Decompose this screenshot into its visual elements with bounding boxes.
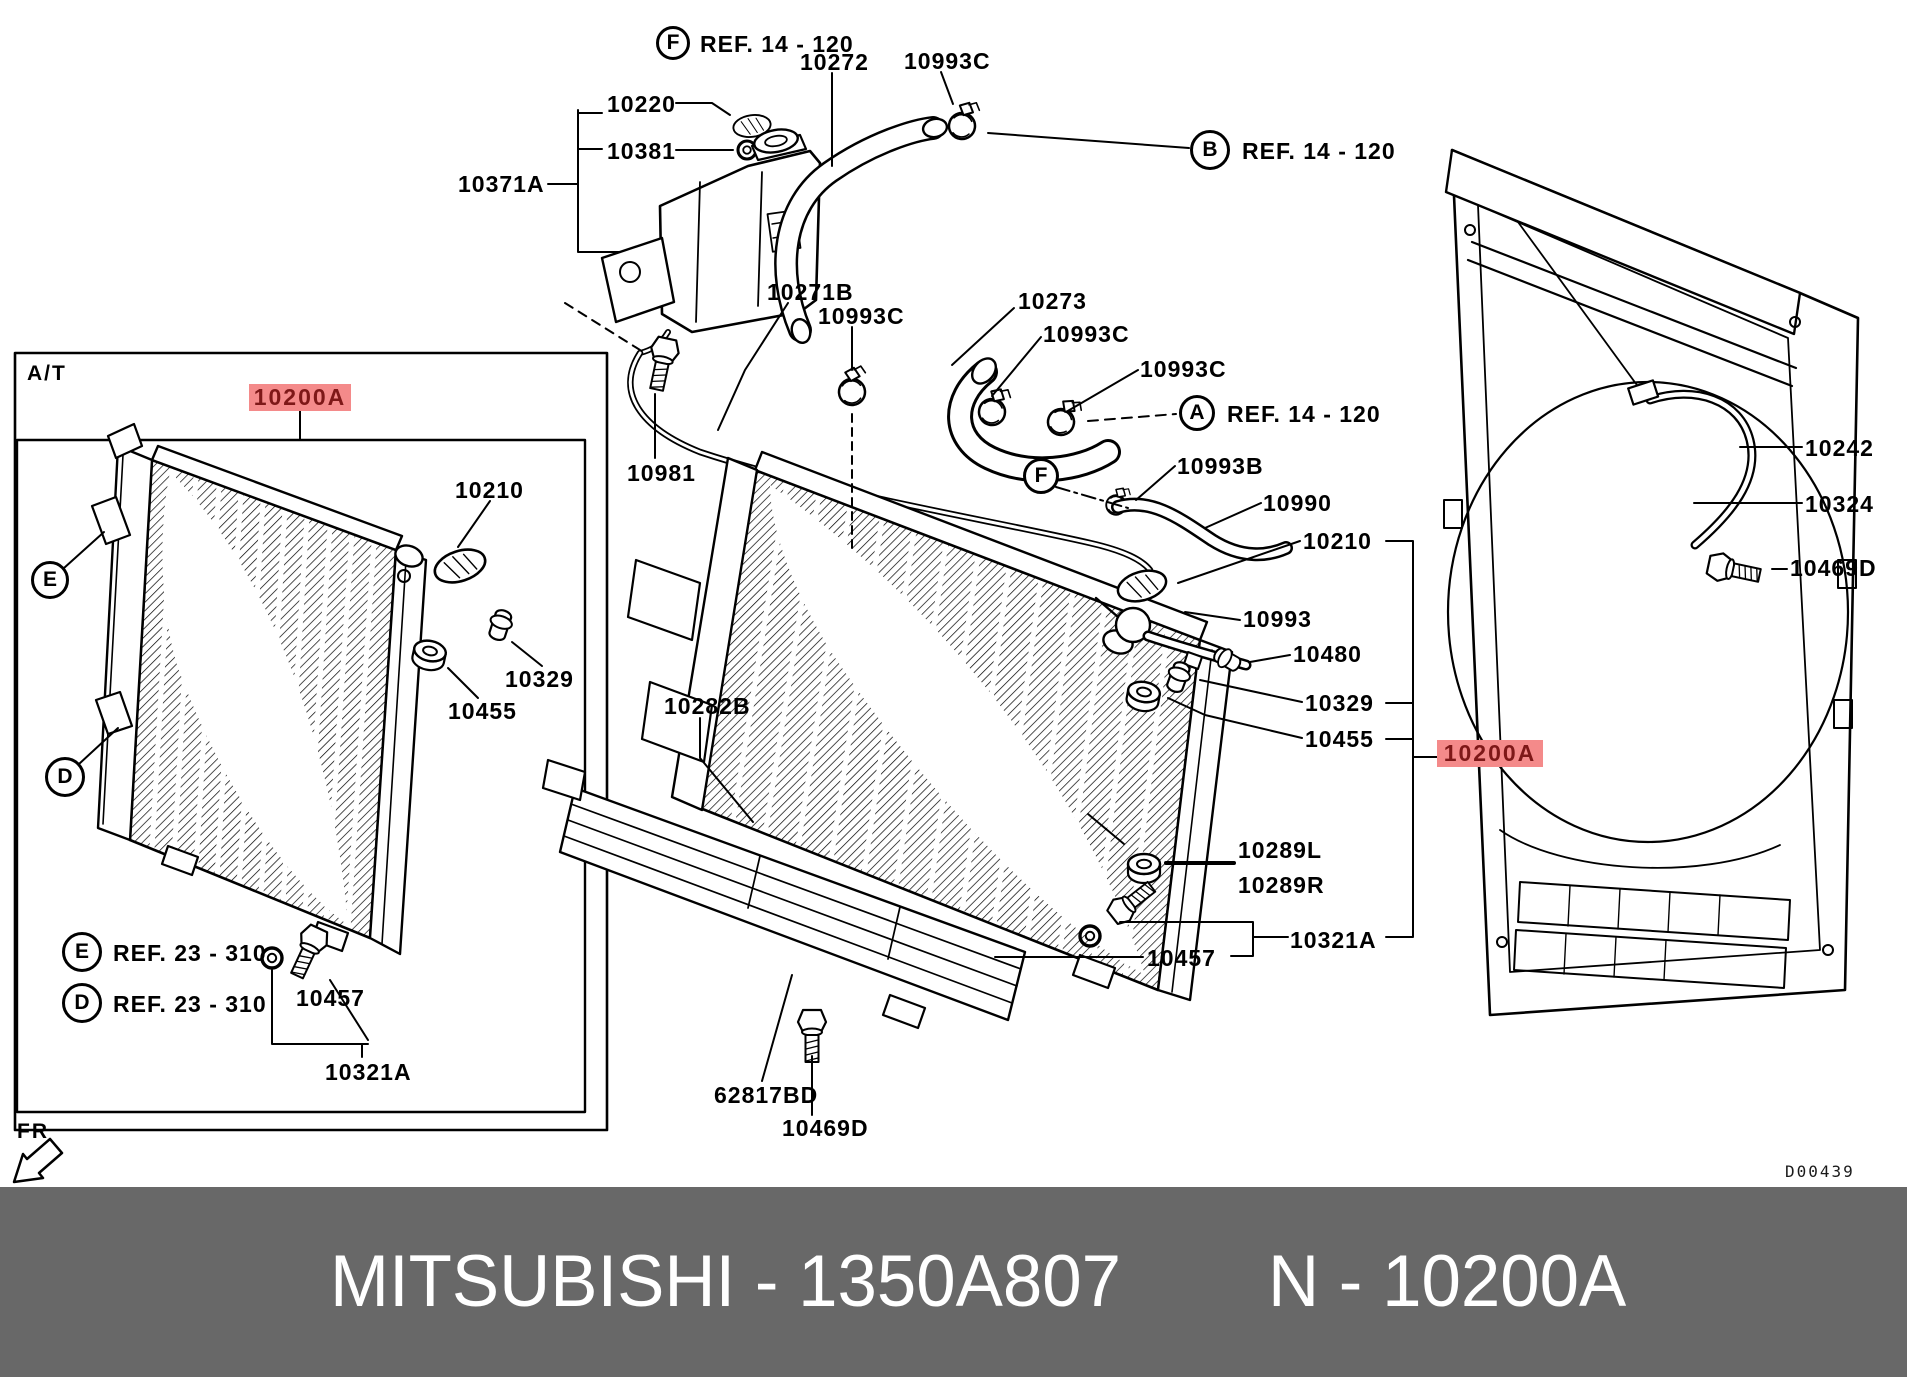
deflector-art [541,758,1027,1064]
ref-text: REF. 23 - 310 [113,991,267,1017]
part-number-label: 10457 [1147,945,1216,971]
drawing-code: D00439 [1785,1162,1855,1181]
part-number-label: 10220 [607,91,676,117]
part-number-label: 10993C [818,303,905,329]
part-number-label: 10455 [448,698,517,724]
left-radiator-art [90,422,428,956]
ref-circle-b: B [1190,130,1230,170]
part-number-label: 10329 [1305,690,1374,716]
part-number-label: 10273 [1018,288,1087,314]
part-number-label: 10457 [296,985,365,1011]
part-number-label: 10455 [1305,726,1374,752]
part-number-label: 10993B [1177,453,1264,479]
fan-shroud-art [1443,148,1860,1017]
part-number-label: 10990 [1263,490,1332,516]
part-number-label: 10993C [1043,321,1130,347]
ref-text: REF. 14 - 120 [1242,138,1396,164]
transmission-note: A/T [27,362,67,385]
part-number-highlight: 10200A [249,384,351,411]
ref-circle-d: D [45,757,85,797]
part-number-label: 62817BD [714,1082,819,1108]
footer-catalog-ref: N - 10200A [1268,1241,1627,1322]
part-number-label: 10210 [455,477,524,503]
elbow-hose-art [835,357,1133,519]
part-number-label: 10981 [627,460,696,486]
leader-lines [654,302,1803,1116]
part-number-label: 10324 [1805,491,1874,517]
part-number-label: 10371A [458,171,545,197]
part-number-label: 10272 [800,49,869,75]
part-number-label: 10469D [782,1115,869,1141]
ref-text: REF. 23 - 310 [113,940,267,966]
ref-circle-d: D [62,983,102,1023]
ref-circle-e: E [31,561,69,599]
part-number-label: 10469D [1790,555,1877,581]
part-number-label: 10242 [1805,435,1874,461]
part-number-label: 10329 [505,666,574,692]
fr-arrow-icon [12,1137,64,1184]
part-number-label: 10381 [607,138,676,164]
front-direction-label: FR [17,1120,49,1143]
upper-hose-art [774,71,1190,345]
ref-circle-f: F [656,26,690,60]
ref-circle-f: F [1023,458,1059,494]
part-number-label: 10289L [1238,837,1323,863]
part-number-label: 10210 [1303,528,1372,554]
part-number-label: 10993 [1243,606,1312,632]
left-box-leaders [63,410,543,1058]
ref-circle-e: E [62,932,102,972]
part-number-label: 10321A [325,1059,412,1085]
part-number-label: 10993C [904,48,991,74]
part-number-label: 10289R [1238,872,1325,898]
ref-text: REF. 14 - 120 [700,31,854,57]
ref-circle-a: A [1179,395,1215,431]
footer-bar: MITSUBISHI - 1350A807 N - 10200A [0,1187,1907,1377]
part-number-highlight: 10200A [1437,740,1543,767]
part-number-label: 10480 [1293,641,1362,667]
part-number-label: 10282B [664,693,751,719]
footer-brand-part: MITSUBISHI - 1350A807 [330,1241,1122,1322]
part-number-label: 10271B [767,279,854,305]
part-number-label: 10993C [1140,356,1227,382]
part-number-label: 10321A [1290,927,1377,953]
center-radiator-art [626,413,1234,1030]
ref-text: REF. 14 - 120 [1227,401,1381,427]
